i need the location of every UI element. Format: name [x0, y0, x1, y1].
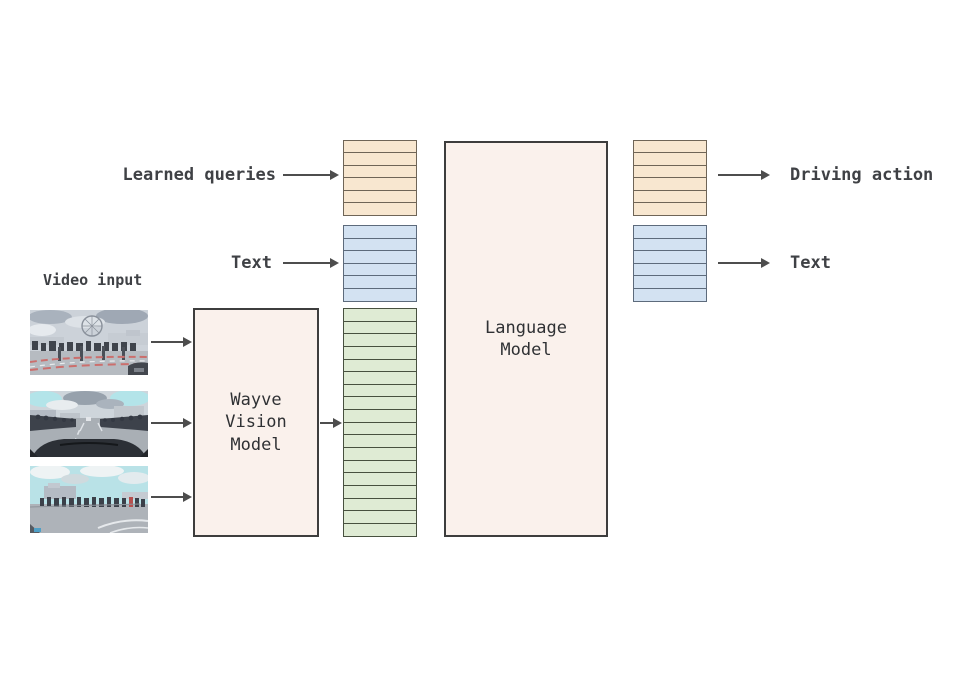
vision-token-stack [343, 308, 417, 538]
driving-action-token-stack [633, 140, 707, 217]
text-output-label: Text [790, 253, 831, 273]
arrow-tokens-to-text-output [718, 257, 770, 269]
language-model-box: Language Model [444, 141, 608, 537]
wayve-vision-model-label: Wayve Vision Model [225, 390, 287, 455]
text-input-label: Text [231, 253, 272, 273]
road-crowd-image [30, 466, 148, 533]
video-frame-3 [30, 466, 148, 533]
learned-queries-token-stack [343, 140, 417, 217]
driving-action-label: Driving action [790, 165, 934, 185]
video-frame-1 [30, 310, 148, 375]
learned-queries-label: Learned queries [122, 165, 276, 185]
arrow-frame1-to-vision-model [151, 336, 192, 348]
arrow-vision-model-to-tokens [320, 417, 342, 429]
arrow-tokens-to-driving-action [718, 169, 770, 181]
arrow-frame2-to-vision-model [151, 417, 192, 429]
text-output-token-stack [633, 225, 707, 302]
street-scene-ferris-wheel-image [30, 310, 148, 375]
arrow-text-to-tokens [283, 257, 339, 269]
arrow-learned-queries-to-tokens [283, 169, 339, 181]
text-input-token-stack [343, 225, 417, 302]
video-frame-2 [30, 391, 148, 457]
road-ahead-dashboard-image [30, 391, 148, 457]
wayve-vision-model-box: Wayve Vision Model [193, 308, 319, 537]
video-input-label: Video input [43, 271, 143, 289]
language-model-label: Language Model [485, 317, 567, 360]
arrow-frame3-to-vision-model [151, 491, 192, 503]
